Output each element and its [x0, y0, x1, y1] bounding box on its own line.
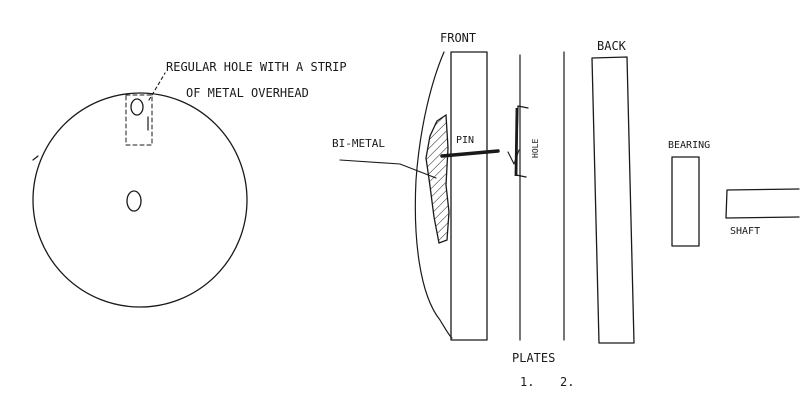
bearing: [671, 156, 700, 247]
pin: [440, 149, 500, 158]
plate-2-label: 2.: [560, 375, 574, 389]
disc-outline: [32, 92, 248, 308]
hole-note-line2: OF METAL OVERHEAD: [186, 86, 309, 100]
bimetal-label: BI-METAL: [332, 137, 385, 150]
shaft-label: SHAFT: [730, 226, 760, 237]
plates-label: PLATES: [512, 351, 555, 365]
front-plate-bracket: [414, 51, 453, 339]
shaft: [725, 188, 800, 219]
bimetal-leader: [339, 159, 437, 179]
plate-1-label: 1.: [520, 375, 534, 389]
back-plate: [591, 56, 635, 344]
overhead-strip-dashed: [125, 94, 153, 146]
hole-bracket-thick: [514, 107, 519, 177]
front-label: FRONT: [440, 31, 476, 45]
disc-center-hole: [126, 190, 142, 212]
hole-note-line1: REGULAR HOLE WITH A STRIP: [166, 60, 347, 74]
pin-label: PIN: [456, 135, 474, 146]
bearing-label: BEARING: [668, 140, 710, 151]
disc-edge-notch: [32, 155, 39, 161]
bimetal-strip: [425, 113, 450, 244]
back-label: BACK: [597, 39, 627, 53]
hole-note-leader: [148, 72, 166, 101]
front-plate: [450, 51, 488, 341]
hole-label: HOLE: [531, 139, 540, 158]
hole-bracket-arrow: [507, 149, 520, 165]
regular-hole: [130, 98, 144, 116]
